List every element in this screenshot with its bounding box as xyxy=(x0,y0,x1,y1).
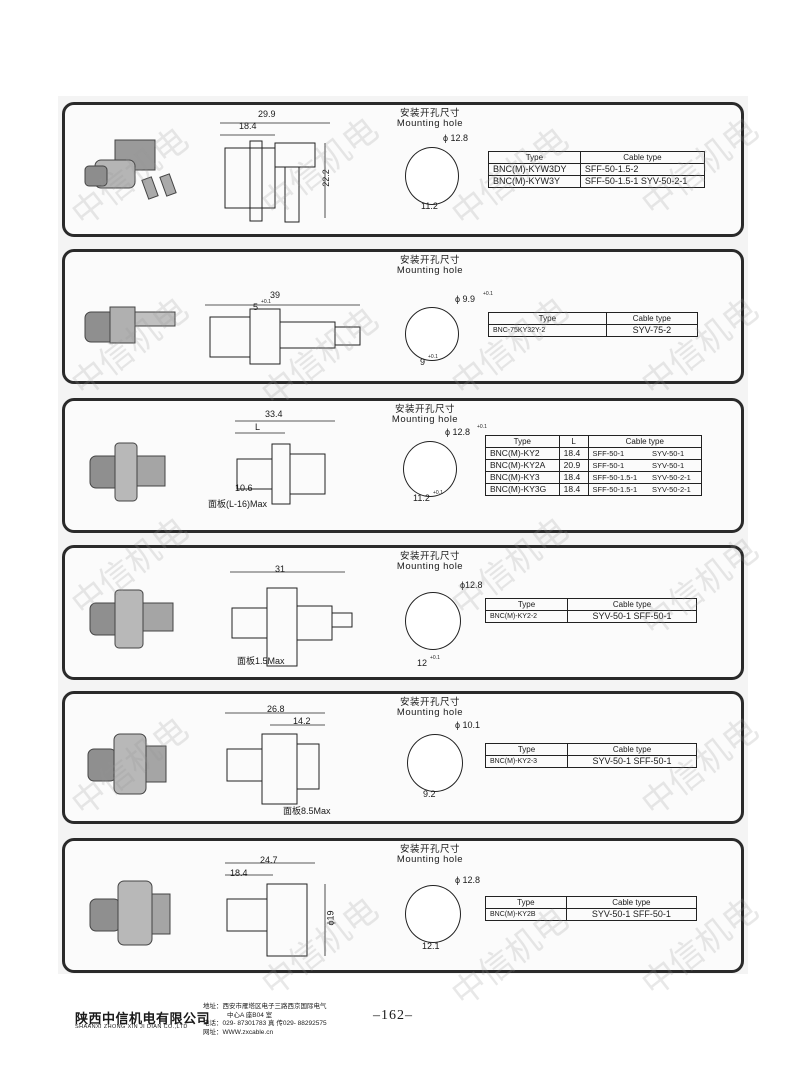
panel-max: 面板8.5Max xyxy=(283,806,331,816)
address-line-1: 地址：西安市雁塔区电子三路西京国际电气 xyxy=(203,1003,327,1010)
mounting-hole-shape xyxy=(403,441,457,497)
hole-diameter: ϕ 10.1 xyxy=(455,720,481,730)
hole-flat-tol: +0.1 xyxy=(428,354,438,360)
connector-photo xyxy=(87,733,167,795)
dim-inner: 18.4 xyxy=(239,121,257,131)
mounting-hole-title: 安装开孔尺寸 Mounting hole xyxy=(396,697,464,718)
hole-flat-tol: +0.1 xyxy=(433,490,443,496)
company-name-en: SHAANXI ZHONG XIN JI DIAN CO.,LTD xyxy=(75,1024,188,1030)
company-name-cn: 陕西中信机电有限公司 xyxy=(75,1011,211,1026)
connector-photo xyxy=(84,139,177,200)
mounting-hole-shape xyxy=(405,307,459,361)
mounting-hole-title: 安装开孔尺寸 Mounting hole xyxy=(396,255,464,276)
hole-diameter: ϕ 9.9 xyxy=(455,294,476,304)
dim-panel: 5 xyxy=(253,302,259,312)
panel-max: 面板1.5Max xyxy=(237,656,285,666)
mounting-hole-shape xyxy=(405,592,461,650)
hole-flat: 11.2 xyxy=(421,201,438,211)
technical-drawing xyxy=(235,420,335,505)
mounting-hole-title: 安装开孔尺寸 Mounting hole xyxy=(396,551,464,572)
dim-overall: 39 xyxy=(270,290,281,300)
hole-flat: 11.2 xyxy=(413,493,430,503)
mounting-hole-shape xyxy=(405,147,459,205)
technical-drawing xyxy=(225,712,325,805)
hole-diameter: ϕ12.8 xyxy=(460,580,483,590)
product-panel-3: 安装开孔尺寸 Mounting hole 33.4 L 10.6 面板(L-16… xyxy=(62,398,744,533)
hole-flat: 12 xyxy=(417,658,428,668)
hole-flat: 9.2 xyxy=(423,789,436,799)
hole-diameter: ϕ 12.8 xyxy=(445,427,471,437)
phone-line: 电话：029- 87301783 真 传029- 88292575 xyxy=(203,1020,327,1027)
catalog-sheet xyxy=(58,96,748,974)
hole-diameter: ϕ 12.8 xyxy=(443,133,469,143)
address-line-2: 中心A 座B04 室 xyxy=(227,1011,273,1019)
technical-drawing xyxy=(230,571,353,667)
mounting-hole-title: 安装开孔尺寸 Mounting hole xyxy=(396,844,464,865)
website-line[interactable]: 网址：WWW.zxcable.cn xyxy=(203,1028,274,1036)
dim-overall: 24.7 xyxy=(260,855,278,865)
dim-height: 22.2 xyxy=(320,169,331,187)
mounting-hole-shape xyxy=(405,885,461,943)
dim-overall: 29.9 xyxy=(258,109,276,119)
contact-info: 地址：西安市雁塔区电子三路西京国际电气 中心A 座B04 室 电话：029- 8… xyxy=(203,1003,327,1037)
dim-overall: 26.8 xyxy=(267,704,285,714)
dim-overall: 33.4 xyxy=(265,409,283,419)
mounting-hole-title: 安装开孔尺寸 Mounting hole xyxy=(385,109,475,129)
product-panel-1: 安装开孔尺寸 Mounting hole 29.9 18.4 22.2 ϕ 12… xyxy=(62,102,744,237)
connector-photo xyxy=(89,589,174,649)
technical-drawing xyxy=(205,304,361,365)
product-panel-6: 安装开孔尺寸 Mounting hole 24.7 18.4 ϕ19 ϕ 12.… xyxy=(62,838,744,973)
title-en: Mounting hole xyxy=(396,118,464,129)
page-number: –162– xyxy=(373,1008,413,1023)
dim-panel-tol: +0.1 xyxy=(261,299,271,305)
page-footer: 陕西中信机电有限公司 SHAANXI ZHONG XIN JI DIAN CO.… xyxy=(0,1000,794,1060)
dim-l: L xyxy=(255,422,261,432)
technical-drawing xyxy=(225,862,326,957)
product-panel-2: 安装开孔尺寸 Mounting hole 39 5 +0.1 ϕ 9.9 +0.… xyxy=(62,249,744,384)
col-type: Type xyxy=(488,151,581,164)
connector-photo xyxy=(84,306,176,344)
title-cn: 安装开孔尺寸 xyxy=(399,108,460,119)
hole-diameter: ϕ 12.8 xyxy=(455,875,481,885)
panel-max: 面板(L-16)Max xyxy=(208,499,268,509)
col-cable: Cable type xyxy=(579,151,706,164)
dim-overall: 31 xyxy=(275,564,286,574)
mounting-hole-title: 安装开孔尺寸 Mounting hole xyxy=(391,404,459,425)
connector-photo xyxy=(89,442,166,502)
hole-diameter-tol: +0.1 xyxy=(483,291,493,297)
connector-photo xyxy=(89,880,171,946)
hole-flat-tol: +0.1 xyxy=(430,655,440,661)
technical-drawing xyxy=(220,122,330,223)
dim-front: 10.6 xyxy=(235,483,253,493)
hole-diameter-tol: +0.1 xyxy=(477,424,487,430)
dim-diameter: ϕ19 xyxy=(325,910,336,926)
dim-inner: 18.4 xyxy=(230,868,248,878)
hole-flat: 9 xyxy=(420,357,426,367)
mounting-hole-shape xyxy=(407,734,463,792)
product-panel-5: 安装开孔尺寸 Mounting hole 26.8 14.2 面板8.5Max … xyxy=(62,691,744,824)
dim-inner: 14.2 xyxy=(293,716,311,726)
product-panel-4: 安装开孔尺寸 Mounting hole 31 面板1.5Max ϕ12.8 1… xyxy=(62,545,744,680)
hole-flat: 12.1 xyxy=(422,941,440,951)
